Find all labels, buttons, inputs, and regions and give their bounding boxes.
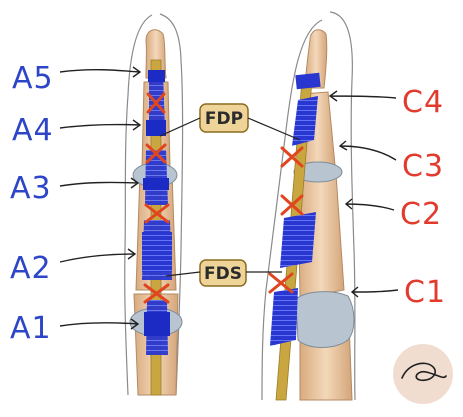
label-a4: A4 [12, 113, 54, 148]
label-c1: C1 [404, 275, 446, 310]
arrow-a3 [60, 178, 138, 188]
right-a5-pulley [295, 73, 320, 89]
fdp-leader-right [248, 118, 300, 140]
fdp-tag: FDP [160, 104, 300, 140]
left-a4-pulley [146, 120, 166, 136]
left-a3-pulley [143, 178, 169, 190]
signature-logo [393, 344, 453, 404]
arrow-a2 [60, 249, 135, 262]
arrow-a5 [60, 67, 140, 77]
label-c4: C4 [402, 85, 444, 120]
arrow-c3 [340, 141, 396, 160]
arrow-a4 [60, 120, 140, 130]
arrow-a1 [60, 319, 138, 329]
fds-tag: FDS [166, 260, 282, 286]
label-a3: A3 [10, 171, 52, 206]
arrow-c4 [330, 91, 396, 101]
annular-labels: A5 A4 A3 A2 A1 [10, 61, 54, 346]
annular-arrows [60, 67, 140, 329]
left-a2-pulley [142, 232, 172, 272]
right-a1-pulley [270, 288, 298, 346]
right-finger [262, 12, 355, 400]
label-c2: C2 [400, 197, 442, 232]
label-c3: C3 [402, 149, 444, 184]
cruciform-labels: C4 C3 C2 C1 [400, 85, 446, 310]
fdp-label: FDP [205, 109, 243, 129]
right-mcp-joint [296, 292, 354, 348]
left-a1-pulley [144, 312, 170, 336]
fds-label: FDS [204, 264, 242, 284]
label-a2: A2 [10, 251, 52, 286]
label-a5: A5 [12, 61, 54, 96]
logo-circle [393, 344, 453, 404]
arrow-c1 [352, 287, 398, 297]
label-a1: A1 [10, 311, 52, 346]
right-a2-pulley [280, 212, 316, 268]
left-a5-pulley [148, 70, 165, 82]
